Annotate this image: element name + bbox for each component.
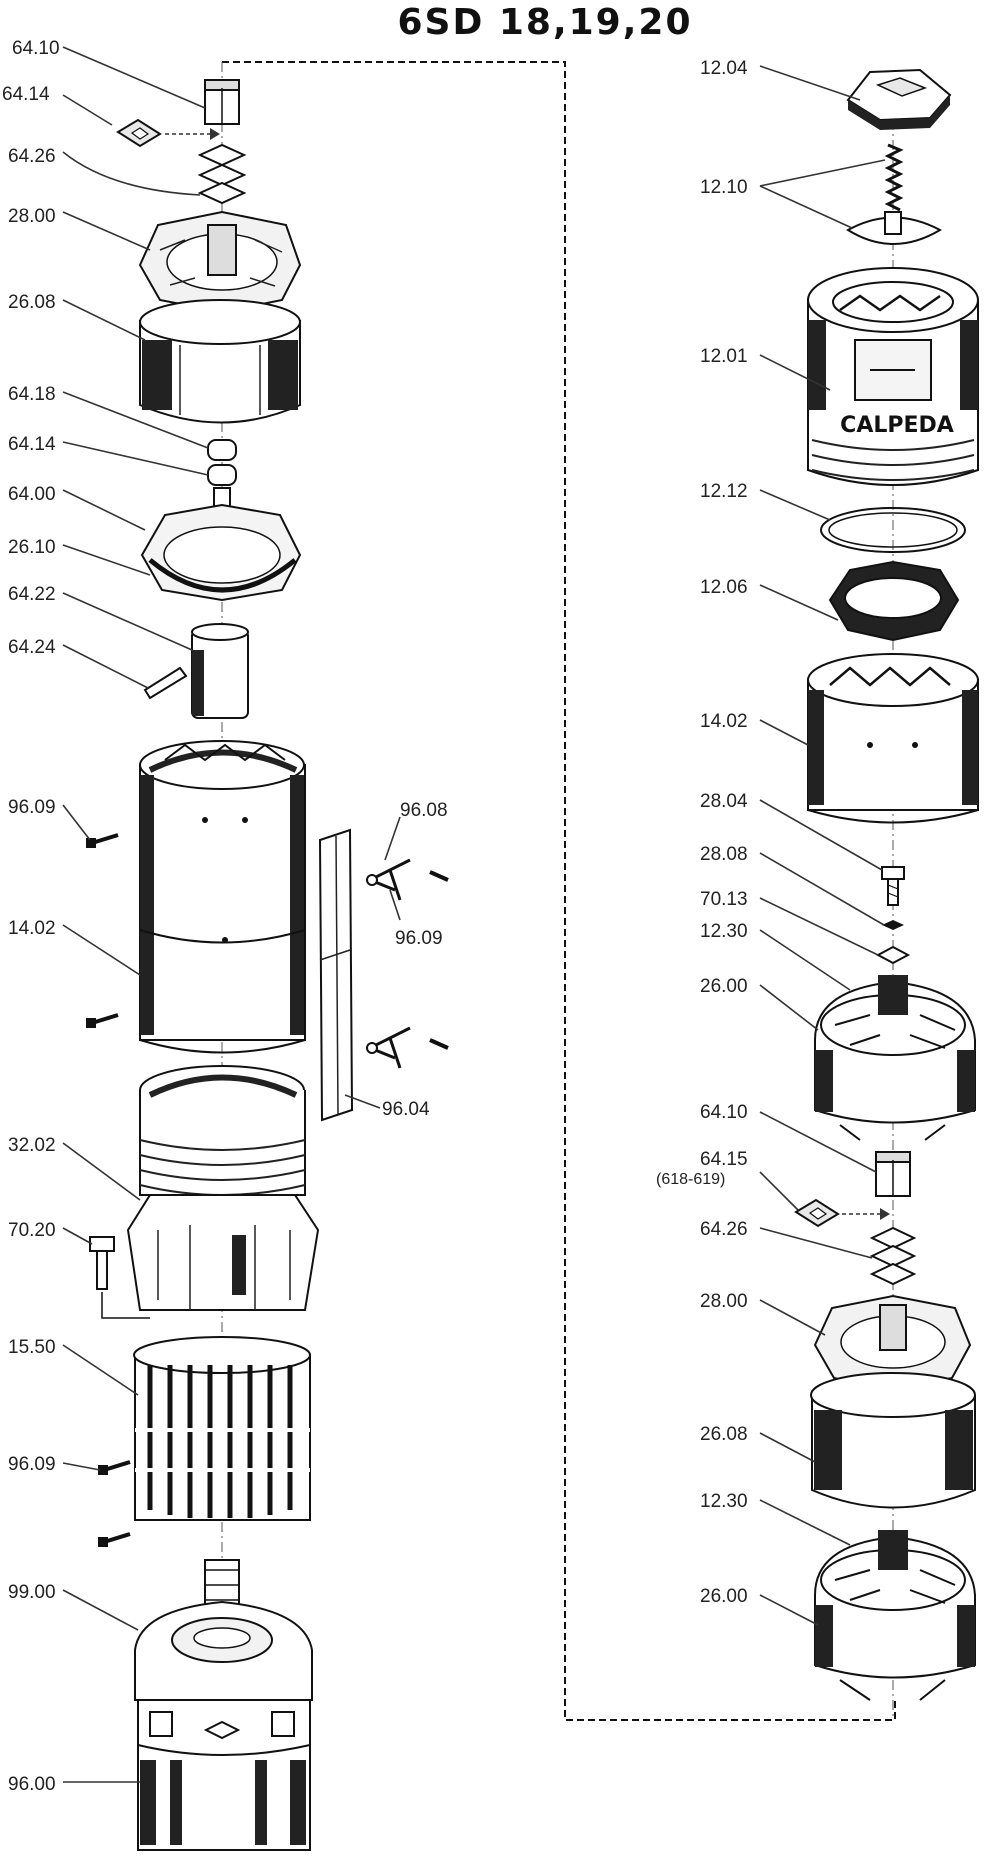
label-26-08-b: 26.08 [700,1424,748,1445]
label-64-15: 64.15 [700,1149,748,1170]
label-64-18: 64.18 [8,384,56,405]
brand-logo: CALPEDA [840,413,954,438]
part-15-50-strainer [133,1336,311,1521]
label-15-50: 15.50 [8,1337,56,1358]
label-28-04: 28.04 [700,791,748,812]
label-28-00-a: 28.00 [8,206,56,227]
label-12-30-a: 12.30 [700,921,748,942]
part-labels: 64.10 64.14 64.26 28.00 26.08 64.18 64.1… [2,38,748,1795]
part-70-20-bolt [89,1236,150,1319]
part-96-09-screw-lower-a [98,1460,131,1475]
part-12-04-valve-cap [846,68,952,130]
part-64-15-key [794,1198,890,1228]
label-96-09-a: 96.09 [8,797,56,818]
label-96-00: 96.00 [8,1774,56,1795]
label-64-26-b: 64.26 [700,1219,748,1240]
label-12-12: 12.12 [700,481,748,502]
part-64-26-washers [197,143,247,205]
part-64-26-washers-right [869,1226,917,1286]
part-64-00-bowl [140,503,302,602]
part-64-14-key [116,118,220,148]
leader-lines [62,46,886,1783]
part-28-04-screw [881,866,905,906]
label-12-04: 12.04 [700,58,748,79]
part-96-08-clip-upper [366,858,449,901]
label-64-22: 64.22 [8,584,56,605]
part-12-12-seal-ring [820,507,966,553]
part-96-08-clip-lower [366,1026,449,1069]
part-99-00-motor-head [134,1559,313,1701]
part-64-24-pin [143,666,188,700]
label-96-04: 96.04 [382,1099,430,1120]
part-14-02-casing-right [807,653,979,824]
part-96-04-cable-guard [318,828,354,1122]
part-70-13-lock [875,945,911,965]
part-96-09-screw-upper [86,833,119,848]
part-64-10-coupling [204,79,240,125]
label-70-13: 70.13 [700,889,748,910]
part-32-02-motor-bracket [126,1065,320,1311]
label-28-00-b: 28.00 [700,1291,748,1312]
label-12-01: 12.01 [700,346,748,367]
part-26-08-impeller [139,299,301,424]
diagram-title: 6SD 18,19,20 [397,2,692,43]
label-12-30-b: 12.30 [700,1491,748,1512]
part-12-10-spring [884,143,904,212]
part-64-14-spacer [207,464,237,486]
label-32-02: 32.02 [8,1135,56,1156]
connection-dashed-line [222,61,896,1721]
label-64-10-b: 64.10 [700,1102,748,1123]
part-12-10-valve-disc [846,211,943,245]
label-99-00: 99.00 [8,1582,56,1603]
part-12-01-discharge-casing: CALPEDA [807,267,979,486]
label-96-09-b: 96.09 [395,928,443,949]
label-96-09-c: 96.09 [8,1454,56,1475]
part-64-10-coupling-right [875,1151,911,1197]
label-64-00: 64.00 [8,484,56,505]
label-64-26-a: 64.26 [8,146,56,167]
label-14-02-a: 14.02 [8,918,56,939]
label-12-10: 12.10 [700,177,748,198]
part-26-00-impeller-upper [814,975,976,1141]
part-96-09-screw-mid [86,1013,119,1028]
label-26-10: 26.10 [8,537,56,558]
part-96-09-screw-lower-b [98,1532,131,1547]
label-64-14-a: 64.14 [2,84,50,105]
part-28-08-washer [882,920,904,930]
part-28-00-diffuser-right [813,1294,972,1392]
label-70-20: 70.20 [8,1220,56,1241]
label-64-14-b: 64.14 [8,434,56,455]
label-64-15-note: (618-619) [656,1171,725,1188]
part-26-00-impeller-lower [814,1530,976,1701]
part-96-00-motor-body [137,1699,311,1851]
part-14-02-casing [139,740,306,1054]
part-64-18-sleeve [207,439,237,461]
part-28-00-diffuser [138,210,302,314]
label-96-08: 96.08 [400,800,448,821]
label-28-08: 28.08 [700,844,748,865]
label-26-00-b: 26.00 [700,1586,748,1607]
label-26-08-a: 26.08 [8,292,56,313]
label-64-10-a: 64.10 [12,38,60,59]
part-64-22-coupling [191,623,249,719]
label-64-24: 64.24 [8,637,56,658]
part-26-08-impeller-right [810,1372,976,1509]
label-26-00-a: 26.00 [700,976,748,997]
label-14-02-b: 14.02 [700,711,748,732]
part-12-06-ring-nut [828,560,960,642]
label-12-06: 12.06 [700,577,748,598]
